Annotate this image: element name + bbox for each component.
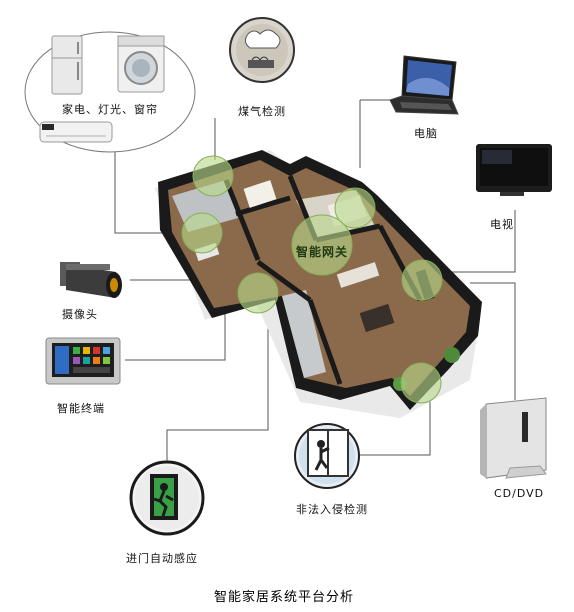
connector-door	[166, 300, 269, 462]
computer-label: 电脑	[414, 127, 438, 140]
intrusion-label: 非法入侵检测	[296, 503, 368, 516]
dvd-player-icon	[480, 397, 547, 479]
sensor-zone	[192, 155, 234, 197]
smart-terminal-icon	[45, 337, 121, 385]
intruder-icon	[317, 440, 325, 448]
connector-terminal	[125, 300, 226, 361]
sensor-zone	[237, 272, 279, 314]
sensor-zone	[334, 187, 376, 229]
gateway-zone	[291, 214, 353, 276]
person-icon	[160, 483, 168, 491]
door-sensor-group	[129, 460, 205, 536]
sensor-zone	[400, 362, 442, 404]
tv-label: 电视	[490, 218, 514, 231]
sensor-zones	[181, 155, 443, 404]
connector-intrusion	[358, 383, 431, 456]
appliances-group	[24, 31, 196, 153]
door-sensor-label: 进门自动感应	[126, 552, 198, 565]
air-conditioner-icon	[39, 121, 113, 143]
gas-detector-group	[229, 17, 295, 83]
security-camera-icon	[60, 262, 122, 298]
floor-plan	[155, 150, 482, 418]
tv-icon	[476, 144, 552, 196]
gateway-label: 智能网关	[296, 245, 349, 259]
sensor-zone	[181, 212, 223, 254]
camera-label: 摄像头	[62, 308, 98, 321]
connector-tv	[430, 210, 516, 273]
fridge-icon	[51, 35, 83, 95]
intrusion-detector-group	[294, 423, 360, 489]
laptop-icon	[389, 55, 459, 115]
cd-dvd-label: CD/DVD	[494, 487, 545, 500]
diagram-caption: 智能家居系统平台分析	[214, 590, 355, 605]
appliances-label: 家电、灯光、窗帘	[62, 103, 158, 116]
connector-dvd	[470, 282, 516, 400]
washing-machine-icon	[117, 35, 165, 93]
sensor-zone	[401, 259, 443, 301]
gas-detection-label: 煤气检测	[238, 105, 286, 118]
terminal-label: 智能终端	[57, 402, 105, 415]
